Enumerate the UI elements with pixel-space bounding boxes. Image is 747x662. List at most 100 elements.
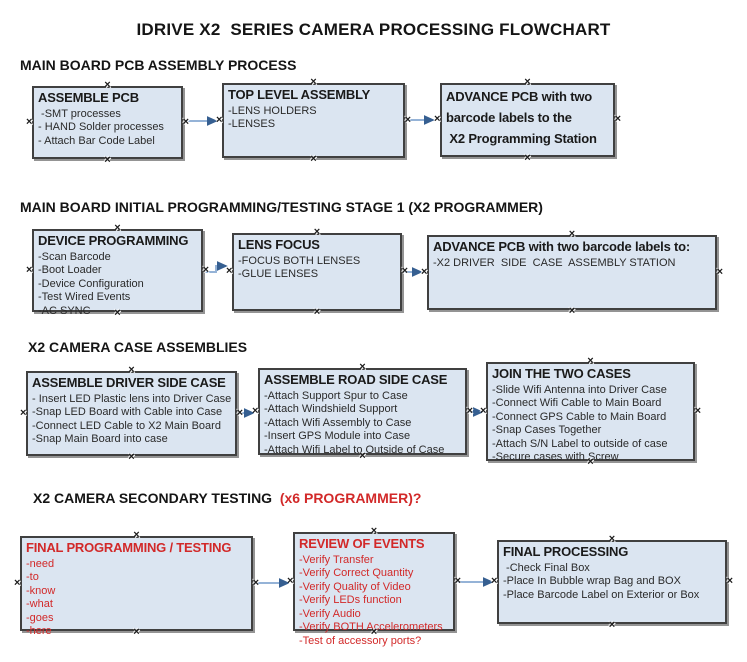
- resize-handle-icon[interactable]: ×: [568, 305, 576, 317]
- resize-handle-icon[interactable]: ×: [182, 115, 189, 128]
- resize-handle-icon[interactable]: ×: [104, 79, 111, 91]
- box-title: DEVICE PROGRAMMING: [38, 233, 189, 248]
- box-item: -Attach Wifi Label to Outside of Case: [264, 443, 445, 456]
- box-items: - Insert LED Plastic lens into Driver Ca…: [32, 393, 231, 447]
- resize-handle-icon[interactable]: ×: [726, 574, 733, 587]
- resize-handle-icon[interactable]: ×: [313, 306, 321, 318]
- box-title: ADVANCE PCB with two barcode labels to t…: [446, 89, 597, 146]
- box-title: TOP LEVEL ASSEMBLY: [228, 87, 371, 102]
- flow-box-advance-pcb-row2[interactable]: × × × × ADVANCE PCB with two barcode labels…: [421, 229, 723, 317]
- box-item: -Verify Correct Quantity: [299, 567, 414, 580]
- flow-box-join-the-two-cases[interactable]: ×××× JOIN THE TWO CASES -Slide Wifi Ante…: [480, 356, 701, 468]
- box-item: -Place In Bubble wrap Bag and BOX: [503, 575, 681, 588]
- resize-handle-icon[interactable]: ×: [524, 76, 531, 88]
- page-title: IDRIVE X2 SERIES CAMERA PROCESSING FLOWC…: [136, 20, 611, 39]
- resize-handle-icon[interactable]: ×: [454, 574, 461, 587]
- resize-handle-icon[interactable]: ×: [370, 626, 378, 638]
- resize-handle-icon[interactable]: ×: [568, 228, 576, 240]
- box-item: -know: [26, 584, 56, 597]
- box-item: -Verify Quality of Video: [299, 580, 411, 593]
- resize-handle-icon[interactable]: ×: [236, 406, 243, 419]
- box-items: -Attach Support Spur to Case-Attach Wind…: [264, 390, 461, 458]
- resize-handle-icon[interactable]: ×: [14, 576, 21, 589]
- box-item: -Device Configuration: [38, 277, 144, 290]
- box-item: -SMT processes: [38, 107, 121, 120]
- box-item: -Boot Loader: [38, 264, 102, 277]
- resize-handle-icon[interactable]: ×: [252, 404, 259, 417]
- resize-handle-icon[interactable]: ×: [608, 533, 616, 545]
- section-heading-case-assemblies: X2 CAMERA CASE ASSEMBLIES: [28, 339, 248, 355]
- box-title: ADVANCE PCB with two barcode labels to:: [433, 239, 691, 254]
- box-item: -Test of accessory ports?: [299, 634, 422, 647]
- box-item: - HAND Solder processes: [38, 121, 164, 134]
- box-item: -Verify BOTH Accelerometers: [299, 621, 443, 634]
- flow-box-assemble-pcb[interactable]: ×××× ASSEMBLE PCB -SMT processes- HAND S…: [26, 80, 189, 166]
- flow-box-final-programming-testing[interactable]: ×××× FINAL PROGRAMMING / TESTING -need-t…: [14, 530, 259, 638]
- box-items: -FOCUS BOTH LENSES-GLUE LENSES: [238, 255, 396, 282]
- flow-box-lens-focus[interactable]: ×××× LENS FOCUS -FOCUS BOTH LENSES-GLUE …: [226, 227, 408, 318]
- resize-handle-icon[interactable]: ×: [466, 404, 473, 417]
- resize-handle-icon[interactable]: ×: [587, 456, 594, 468]
- resize-handle-icon[interactable]: ×: [202, 263, 209, 276]
- resize-handle-icon[interactable]: ×: [20, 406, 27, 419]
- box-title: FINAL PROCESSING: [503, 544, 629, 559]
- resize-handle-icon[interactable]: ×: [133, 626, 140, 638]
- box-item: -AC SYNC: [38, 304, 91, 317]
- resize-handle-icon[interactable]: ×: [370, 525, 378, 537]
- box-item: -Test Wired Events: [38, 291, 131, 304]
- resize-handle-icon[interactable]: ×: [26, 263, 33, 276]
- resize-handle-icon[interactable]: ×: [128, 451, 135, 463]
- resize-handle-icon[interactable]: ×: [434, 112, 441, 125]
- resize-handle-icon[interactable]: ×: [524, 152, 531, 164]
- box-item: -Check Final Box: [503, 561, 590, 574]
- resize-handle-icon[interactable]: ×: [401, 264, 408, 277]
- resize-handle-icon[interactable]: ×: [133, 529, 140, 541]
- box-items: -Verify Transfer-Verify Correct Quantity…: [299, 554, 449, 649]
- resize-handle-icon[interactable]: ×: [694, 404, 701, 417]
- resize-handle-icon[interactable]: ×: [252, 576, 259, 589]
- flow-box-assemble-driver-side-case[interactable]: ×××× ASSEMBLE DRIVER SIDE CASE - Insert …: [20, 365, 243, 463]
- resize-handle-icon[interactable]: ×: [310, 153, 317, 165]
- arrow-device-programming-to-lens-focus[interactable]: [205, 261, 228, 273]
- box-items: -Check Final Box-Place In Bubble wrap Ba…: [503, 562, 721, 603]
- resize-handle-icon[interactable]: ×: [313, 226, 321, 238]
- resize-handle-icon[interactable]: ×: [404, 113, 411, 126]
- box-item: -here: [26, 625, 52, 638]
- flow-box-top-level-assembly[interactable]: ×××× TOP LEVEL ASSEMBLY -LENS HOLDERS-LE…: [216, 77, 411, 165]
- flow-box-review-of-events[interactable]: ×××× REVIEW OF EVENTS -Verify Transfer-V…: [287, 526, 461, 647]
- resize-handle-icon[interactable]: ×: [716, 265, 723, 278]
- resize-handle-icon[interactable]: ×: [128, 364, 135, 376]
- resize-handle-icon[interactable]: ×: [491, 574, 498, 587]
- resize-handle-icon[interactable]: ×: [310, 76, 317, 88]
- resize-handle-icon[interactable]: ×: [287, 574, 294, 587]
- box-items: -need-to-know-what-goes-here: [26, 558, 247, 639]
- resize-handle-icon[interactable]: ×: [226, 264, 233, 277]
- resize-handle-icon[interactable]: ×: [614, 112, 621, 125]
- resize-handle-icon[interactable]: ×: [421, 265, 428, 278]
- flow-box-final-processing[interactable]: ×××× FINAL PROCESSING -Check Final Box-P…: [491, 534, 733, 631]
- box-item: -Place Barcode Label on Exterior or Box: [503, 588, 700, 601]
- resize-handle-icon[interactable]: ×: [480, 404, 487, 417]
- flow-box-device-programming[interactable]: ×××× DEVICE PROGRAMMING -Scan Barcode-Bo…: [26, 223, 209, 319]
- section-heading-initial-programming: MAIN BOARD INITIAL PROGRAMMING/TESTING S…: [20, 199, 543, 215]
- box-item: -what: [26, 598, 53, 611]
- resize-handle-icon[interactable]: ×: [104, 154, 111, 166]
- flow-box-assemble-road-side-case[interactable]: ×××× ASSEMBLE ROAD SIDE CASE -Attach Sup…: [252, 362, 473, 462]
- box-item: -FOCUS BOTH LENSES: [238, 254, 361, 267]
- box-items: -X2 DRIVER SIDE CASE ASSEMBLY STATION: [433, 257, 711, 271]
- resize-handle-icon[interactable]: ×: [26, 115, 33, 128]
- box-item: -Connect Wifi Cable to Main Board: [492, 397, 662, 410]
- resize-handle-icon[interactable]: ×: [359, 361, 366, 373]
- box-item: -Connect LED Cable to X2 Main Board: [32, 419, 221, 432]
- resize-handle-icon[interactable]: ×: [587, 355, 594, 367]
- resize-handle-icon[interactable]: ×: [114, 307, 121, 319]
- box-item: -Snap Cases Together: [492, 424, 602, 437]
- box-title: JOIN THE TWO CASES: [492, 366, 631, 381]
- resize-handle-icon[interactable]: ×: [114, 222, 121, 234]
- resize-handle-icon[interactable]: ×: [216, 113, 223, 126]
- resize-handle-icon[interactable]: ×: [359, 450, 366, 462]
- resize-handle-icon[interactable]: ×: [608, 619, 616, 631]
- flow-box-advance-pcb-row1[interactable]: × × × × ADVANCE PCB with two barcode labels…: [434, 77, 621, 164]
